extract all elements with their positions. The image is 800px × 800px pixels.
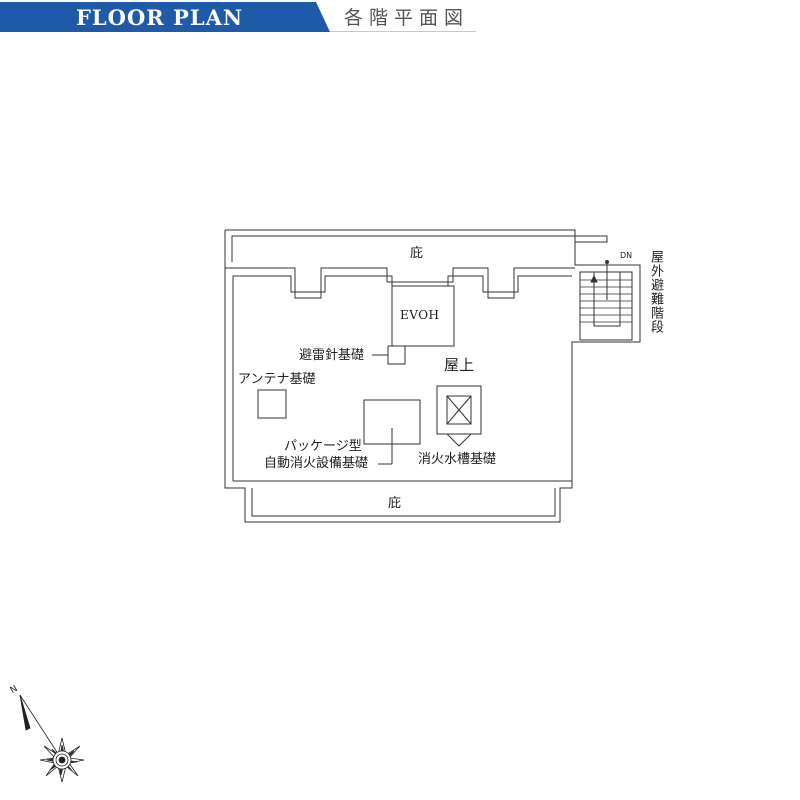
rooftop-label: 屋上 bbox=[444, 356, 475, 374]
lightning-rod-label: 避雷針基礎 bbox=[299, 348, 365, 363]
fire-water-tank-x2 bbox=[446, 395, 472, 425]
outdoor-stairs-label: 屋外避難階段 bbox=[648, 250, 663, 334]
compass-rose bbox=[19, 694, 85, 783]
header-underline bbox=[330, 31, 476, 32]
compass-star bbox=[39, 737, 85, 783]
fire-water-tank-outer bbox=[436, 385, 482, 435]
antenna-foundation bbox=[257, 389, 287, 419]
page-subtitle: 各階平面図 bbox=[344, 7, 470, 29]
stair-dn-label: DN bbox=[620, 251, 633, 260]
title-banner bbox=[0, 2, 330, 32]
bottom-eave-line bbox=[251, 488, 556, 517]
stair-up-arrow bbox=[590, 274, 598, 283]
eaves-bottom-label: 庇 bbox=[388, 496, 402, 511]
fire-water-tank-label: 消火水槽基礎 bbox=[418, 452, 497, 467]
page-title: FLOOR PLAN bbox=[76, 5, 244, 30]
compass-needle bbox=[19, 694, 63, 761]
header: FLOOR PLAN 各階平面図 bbox=[0, 0, 800, 34]
parapet-outer bbox=[225, 267, 575, 299]
package-fire-label-2: 自動消火設備基礎 bbox=[264, 456, 369, 471]
package-fire-label-1: パッケージ型 bbox=[284, 439, 362, 454]
outdoor-stair-outer bbox=[579, 271, 633, 341]
eaves-top-label: 庇 bbox=[410, 246, 424, 261]
top-eave-line bbox=[231, 235, 608, 262]
outer-roof-outline bbox=[224, 229, 641, 523]
stair-treads bbox=[580, 279, 632, 323]
fire-water-tank-inner bbox=[446, 395, 472, 425]
fire-water-tank-leader bbox=[446, 433, 472, 447]
evoh-label: EVOH bbox=[400, 308, 440, 322]
antenna-label: アンテナ基礎 bbox=[238, 372, 316, 387]
stair-dn-dot bbox=[605, 260, 609, 264]
lightning-rod-foundation bbox=[387, 345, 406, 365]
